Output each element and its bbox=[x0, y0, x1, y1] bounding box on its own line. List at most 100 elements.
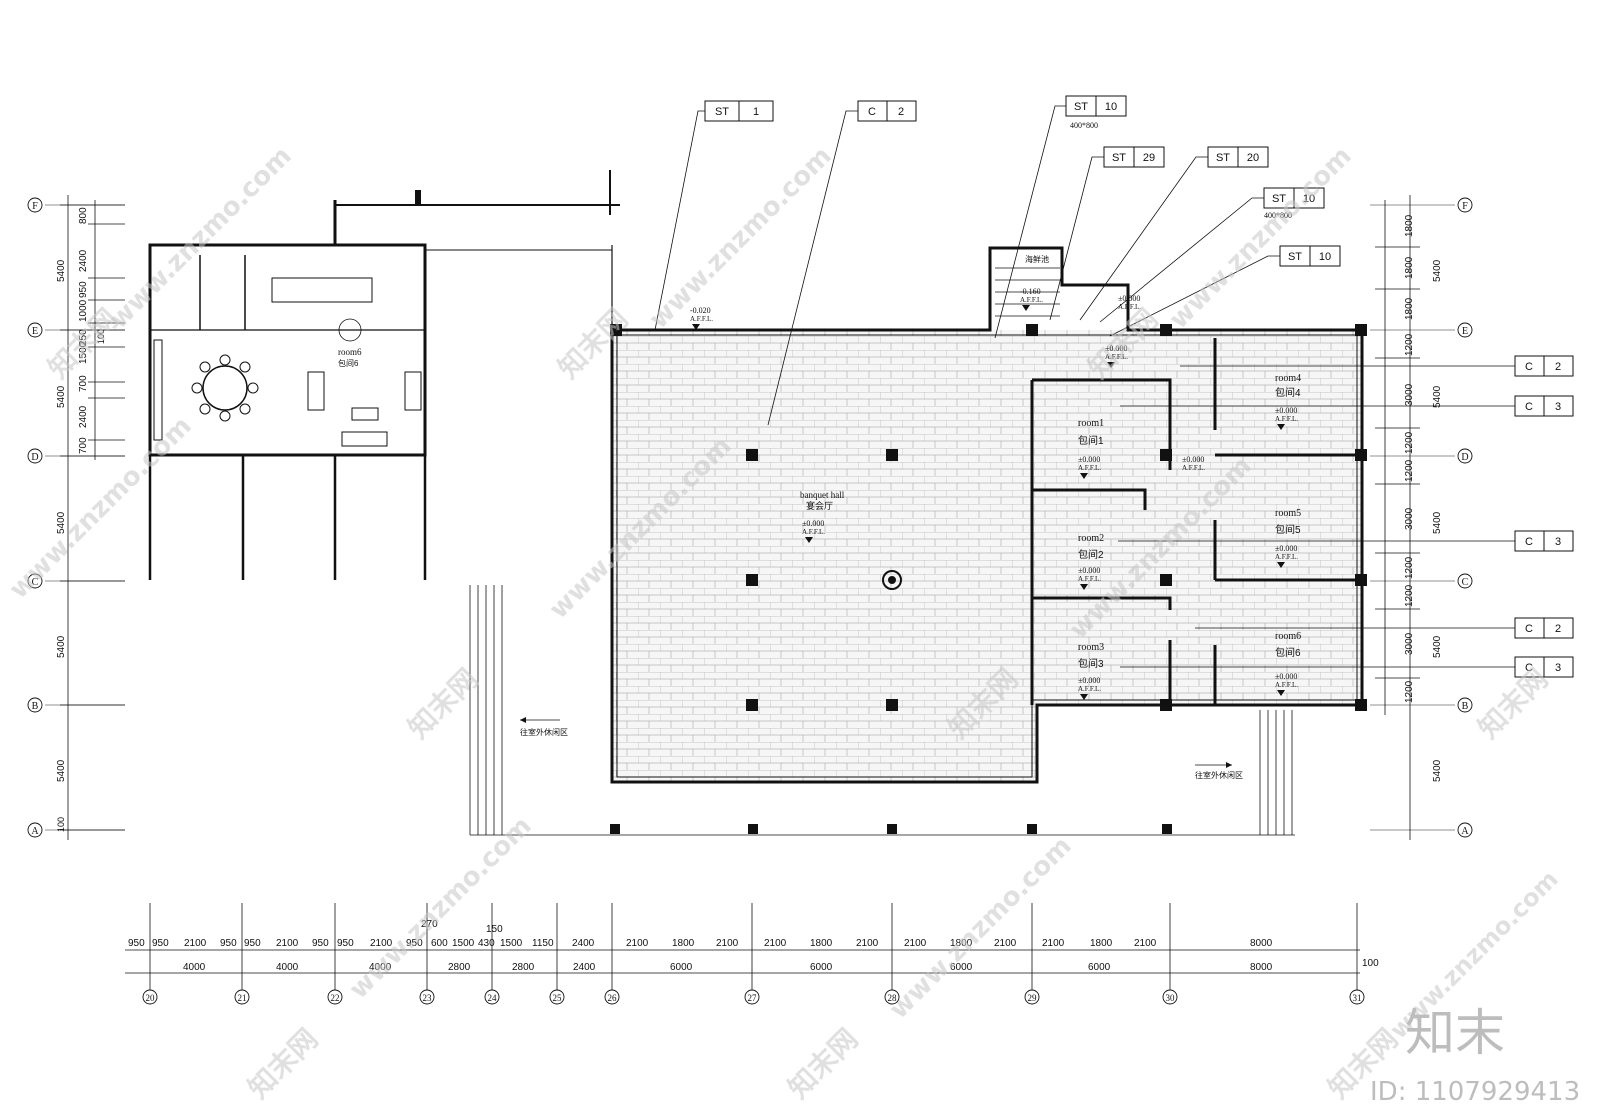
svg-text:2400: 2400 bbox=[572, 938, 595, 949]
svg-text:C: C bbox=[1462, 577, 1469, 588]
svg-text:A.F.F.L.: A.F.F.L. bbox=[1275, 681, 1298, 689]
svg-text:-0.020: -0.020 bbox=[690, 306, 711, 315]
bottom-dims-fine: 950 950 2100 950 950 2100 950 950 2100 9… bbox=[128, 938, 1273, 949]
svg-text:知末网: 知末网 bbox=[242, 1022, 325, 1105]
axis-bubble-E-right: E bbox=[1457, 322, 1473, 338]
dim-right-5400-1: 5400 bbox=[1432, 259, 1443, 282]
svg-text:1800: 1800 bbox=[1090, 938, 1113, 949]
svg-text:-0.160: -0.160 bbox=[1020, 287, 1041, 296]
axis-bubble-A-right: A bbox=[1457, 822, 1473, 838]
axis-bubble-27: 27 bbox=[744, 989, 760, 1005]
svg-text:A.F.F.L.: A.F.F.L. bbox=[1078, 464, 1101, 472]
svg-text:E: E bbox=[1462, 326, 1468, 337]
dim-right-1800a: 1800 bbox=[1404, 214, 1415, 237]
svg-text:2100: 2100 bbox=[994, 938, 1017, 949]
dim-left-950: 950 bbox=[78, 281, 89, 298]
axis-bubble-30: 30 bbox=[1162, 989, 1178, 1005]
svg-text:8000: 8000 bbox=[1250, 938, 1273, 949]
dim-left-1000: 1000 bbox=[78, 299, 89, 322]
svg-text:A.F.F.L.: A.F.F.L. bbox=[802, 528, 825, 536]
svg-text:3: 3 bbox=[1555, 536, 1561, 548]
dim-right-1200f: 1200 bbox=[1404, 680, 1415, 703]
svg-text:A.F.F.L.: A.F.F.L. bbox=[690, 315, 713, 323]
svg-text:2100: 2100 bbox=[184, 938, 207, 949]
axis-bubble-F-right: F bbox=[1457, 197, 1473, 213]
svg-text:2100: 2100 bbox=[276, 938, 299, 949]
hall-label-cn: 宴会厅 bbox=[806, 500, 833, 511]
room2-label-en: room2 bbox=[1078, 533, 1104, 544]
room1-label-cn: 包间1 bbox=[1078, 434, 1104, 447]
left-dimension-text: 800 2400 950 1000 250 1500 700 2400 700 … bbox=[56, 207, 106, 832]
dim-left-2400a: 2400 bbox=[78, 249, 89, 272]
dim-left-2400b: 2400 bbox=[78, 405, 89, 428]
svg-text:4000: 4000 bbox=[276, 962, 299, 973]
right-dimension-chain bbox=[1375, 195, 1420, 840]
svg-text:6000: 6000 bbox=[1088, 962, 1111, 973]
axis-bubble-F-left: F bbox=[27, 197, 43, 213]
svg-text:28: 28 bbox=[888, 993, 898, 1003]
dim-right-5400-5: 5400 bbox=[1432, 759, 1443, 782]
axis-bubble-B-right: B bbox=[1457, 697, 1473, 713]
room3-label-cn: 包间3 bbox=[1078, 657, 1104, 670]
axis-bubble-26: 26 bbox=[604, 989, 620, 1005]
svg-text:A.F.F.L.: A.F.F.L. bbox=[1020, 296, 1043, 304]
axis-bubble-D-left: D bbox=[27, 448, 43, 464]
svg-text:10: 10 bbox=[1303, 193, 1315, 205]
room4-label-cn: 包间4 bbox=[1275, 386, 1301, 399]
svg-text:4000: 4000 bbox=[183, 962, 206, 973]
svg-text:ST: ST bbox=[1074, 101, 1088, 113]
dim-left-5400-4: 5400 bbox=[56, 635, 67, 658]
svg-text:A.F.F.L.: A.F.F.L. bbox=[1078, 685, 1101, 693]
svg-text:8000: 8000 bbox=[1250, 962, 1273, 973]
bottom-dims-total: 4000 4000 4000 2800 2800 2400 6000 6000 … bbox=[183, 919, 1379, 973]
axis-bubble-21: 21 bbox=[234, 989, 250, 1005]
dim-right-3000a: 3000 bbox=[1404, 383, 1415, 406]
svg-text:C: C bbox=[1525, 536, 1533, 548]
svg-text:±0.000: ±0.000 bbox=[802, 519, 824, 528]
svg-text:3: 3 bbox=[1555, 662, 1561, 674]
svg-text:3: 3 bbox=[1555, 401, 1561, 413]
dim-bottom-100: 100 bbox=[1362, 958, 1379, 969]
svg-text:±0.000: ±0.000 bbox=[1275, 406, 1297, 415]
svg-text:2100: 2100 bbox=[626, 938, 649, 949]
dim-left-5400-1: 5400 bbox=[56, 259, 67, 282]
bottom-dimension-chain bbox=[125, 903, 1360, 990]
room4-label-en: room4 bbox=[1275, 373, 1301, 384]
dim-right-1200c: 1200 bbox=[1404, 459, 1415, 482]
svg-text:B: B bbox=[32, 701, 39, 712]
svg-text:10: 10 bbox=[1105, 101, 1117, 113]
svg-text:A.F.F.L.: A.F.F.L. bbox=[1182, 464, 1205, 472]
svg-text:www.znzmo.com: www.znzmo.com bbox=[344, 811, 538, 1005]
dim-right-1200d: 1200 bbox=[1404, 556, 1415, 579]
svg-text:29: 29 bbox=[1143, 152, 1155, 164]
axis-bubble-B-left: B bbox=[27, 697, 43, 713]
svg-text:1: 1 bbox=[753, 106, 759, 118]
svg-text:C: C bbox=[1525, 401, 1533, 413]
svg-text:6000: 6000 bbox=[810, 962, 833, 973]
axis-bubble-24: 24 bbox=[484, 989, 500, 1005]
dim-bottom-270: 270 bbox=[421, 919, 438, 930]
hall-label-en: banquet hall bbox=[800, 490, 845, 500]
svg-text:2400: 2400 bbox=[573, 962, 596, 973]
svg-text:29: 29 bbox=[1028, 993, 1038, 1003]
svg-text:30: 30 bbox=[1166, 993, 1176, 1003]
svg-text:950: 950 bbox=[337, 938, 354, 949]
svg-text:2100: 2100 bbox=[1042, 938, 1065, 949]
banquet-hall bbox=[469, 246, 1367, 836]
left-dimension-chain bbox=[60, 195, 125, 840]
svg-text:950: 950 bbox=[128, 938, 145, 949]
svg-text:1800: 1800 bbox=[950, 938, 973, 949]
axis-bubble-29: 29 bbox=[1024, 989, 1040, 1005]
